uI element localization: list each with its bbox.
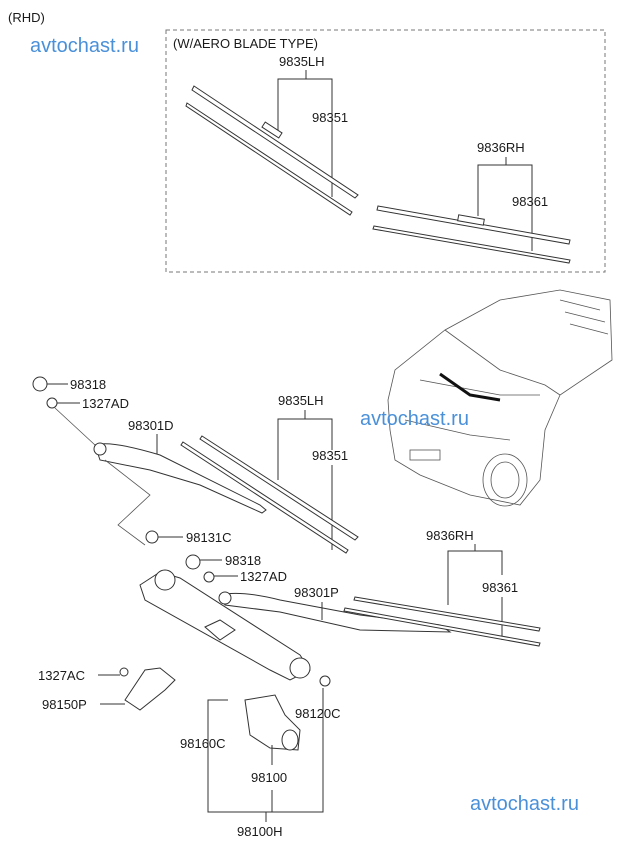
- label-98120c[interactable]: 98120C: [295, 706, 341, 721]
- label-1327ad-rh[interactable]: 1327AD: [240, 569, 287, 584]
- vehicle-illustration: [387, 289, 613, 507]
- motor-98100[interactable]: [244, 694, 301, 751]
- watermark: avtochast.ru: [360, 408, 469, 430]
- arm-98301p[interactable]: [219, 592, 452, 633]
- inset-blade-rh: [372, 205, 571, 264]
- cap-98131c[interactable]: [145, 530, 159, 544]
- nut-1327ac[interactable]: [119, 667, 129, 677]
- inset-label-98351[interactable]: 98351: [312, 110, 348, 125]
- label-9836rh-main[interactable]: 9836RH: [426, 528, 474, 543]
- blade-9836rh[interactable]: [353, 596, 541, 632]
- bracket-98150p[interactable]: [124, 667, 176, 711]
- inset-label-9836rh[interactable]: 9836RH: [477, 140, 525, 155]
- variant-label: (RHD): [8, 10, 45, 25]
- label-98361-main[interactable]: 98361: [482, 580, 518, 595]
- bushing-98120c[interactable]: [319, 675, 331, 687]
- linkage-98100h[interactable]: [139, 569, 311, 681]
- label-98351-main[interactable]: 98351: [312, 448, 348, 463]
- label-98318-rh[interactable]: 98318: [225, 553, 261, 568]
- inset-frame: [165, 29, 606, 273]
- label-98301d[interactable]: 98301D: [128, 418, 174, 433]
- label-98301p[interactable]: 98301P: [294, 585, 339, 600]
- nut-1327ad-lh[interactable]: [46, 397, 58, 409]
- label-98131c[interactable]: 98131C: [186, 530, 232, 545]
- watermark: avtochast.ru: [30, 35, 139, 57]
- inset-title: (W/AERO BLADE TYPE): [173, 36, 318, 51]
- label-98100[interactable]: 98100: [251, 770, 287, 785]
- label-98318-lh[interactable]: 98318: [70, 377, 106, 392]
- arm-98301d[interactable]: [94, 443, 267, 514]
- cap-98318-rh[interactable]: [185, 554, 201, 570]
- label-1327ad-lh[interactable]: 1327AD: [82, 396, 129, 411]
- inset-label-9835lh[interactable]: 9835LH: [279, 54, 325, 69]
- nut-1327ad-rh[interactable]: [203, 571, 215, 583]
- inset-label-98361[interactable]: 98361: [512, 194, 548, 209]
- label-98100h[interactable]: 98100H: [237, 824, 283, 839]
- inset-blade-lh: [185, 85, 359, 216]
- watermark: avtochast.ru: [470, 793, 579, 815]
- blade-9835lh[interactable]: [199, 435, 359, 541]
- inset-leaders: [277, 70, 533, 251]
- label-98150p[interactable]: 98150P: [42, 697, 87, 712]
- cap-98318-lh[interactable]: [32, 376, 48, 392]
- label-98160c[interactable]: 98160C: [180, 736, 226, 751]
- label-1327ac[interactable]: 1327AC: [38, 668, 85, 683]
- label-9835lh-main[interactable]: 9835LH: [278, 393, 324, 408]
